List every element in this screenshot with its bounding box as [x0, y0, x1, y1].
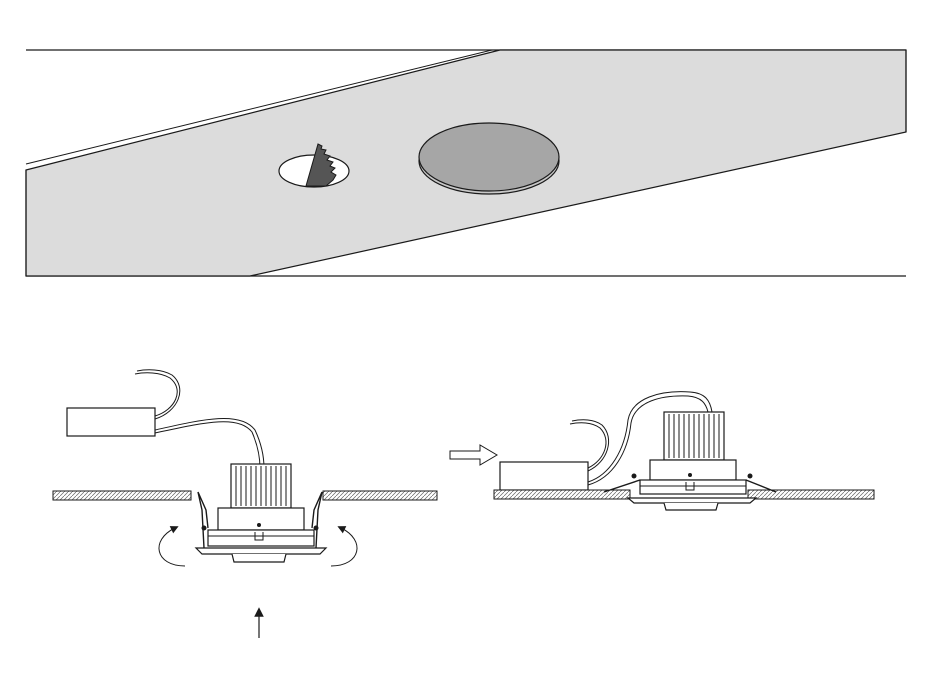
output-wire-installed [587, 391, 713, 483]
downlight-fixture-installed [603, 411, 777, 511]
saw-cutting-hole-icon [278, 143, 350, 188]
input-wire [134, 372, 178, 417]
panel-edge-line [25, 49, 493, 165]
input-wire-installed [569, 422, 607, 469]
rotate-arrow-right-icon [330, 526, 358, 567]
input-wire-2 [136, 369, 181, 420]
spring-clip-right [311, 491, 323, 549]
output-wire [154, 418, 265, 469]
input-wire-installed-2 [571, 419, 610, 472]
output-wire-installed-2 [587, 395, 709, 486]
cut-hole [418, 122, 560, 195]
ceiling-slab-installed-left [493, 489, 631, 500]
ceiling-panel-step [25, 49, 907, 277]
spring-clip-installed-right [745, 479, 777, 493]
spring-clip-left [197, 491, 209, 549]
ceiling-slab-right [322, 490, 438, 501]
spring-clip-installed-left [603, 479, 641, 493]
rotate-arrow-left-icon [158, 526, 186, 567]
downlight-fixture [194, 463, 328, 563]
driver-box [66, 407, 156, 437]
insert-fixture-step [52, 369, 438, 638]
ceiling-slab-installed-right [747, 489, 875, 500]
ceiling-slab-left [52, 490, 192, 501]
driver-box-installed [499, 461, 589, 491]
next-step-arrow-icon [449, 444, 498, 466]
installed-step [493, 391, 875, 511]
output-wire-2 [154, 421, 261, 469]
